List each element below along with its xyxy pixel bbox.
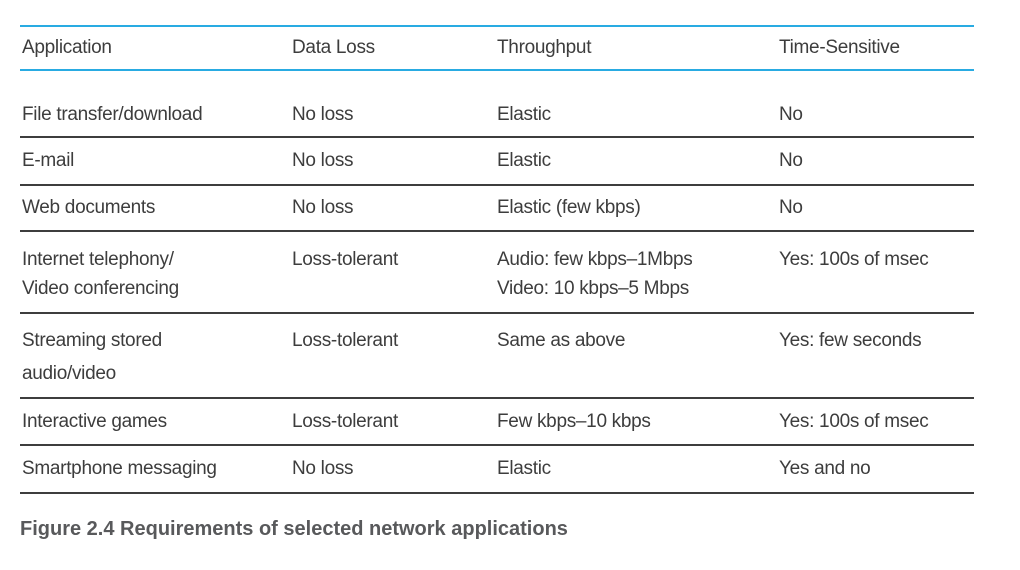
table-row-file-transfer: File transfer/download No loss Elastic N… <box>20 71 974 138</box>
cell-application: E-mail <box>22 150 75 171</box>
header-throughput: Throughput <box>497 37 592 58</box>
header-time-sensitive: Time-Sensitive <box>779 37 900 58</box>
cell-time-sensitive: Yes: 100s of msec <box>779 249 929 270</box>
cell-application: File transfer/download <box>22 104 203 125</box>
table-row-internet-telephony: Internet telephony/ Video conferencing L… <box>20 232 974 314</box>
cell-application: Streaming stored audio/video <box>22 330 162 384</box>
cell-data-loss: No loss <box>292 150 354 171</box>
cell-data-loss: Loss-tolerant <box>292 330 398 351</box>
cell-application: Smartphone messaging <box>22 458 217 479</box>
table-row-interactive-games: Interactive games Loss-tolerant Few kbps… <box>20 399 974 446</box>
table-header-row: Application Data Loss Throughput Time-Se… <box>20 25 974 71</box>
cell-data-loss: No loss <box>292 197 354 218</box>
figure-caption: Figure 2.4 Requirements of selected netw… <box>20 518 568 540</box>
cell-throughput: Elastic <box>497 150 551 171</box>
cell-throughput: Elastic <box>497 458 551 479</box>
header-data-loss: Data Loss <box>292 37 375 58</box>
cell-application: Interactive games <box>22 410 167 432</box>
cell-throughput: Audio: few kbps–1Mbps Video: 10 kbps–5 M… <box>497 249 693 299</box>
cell-time-sensitive: Yes and no <box>779 458 871 479</box>
table-row-email: E-mail No loss Elastic No <box>20 138 974 186</box>
cell-time-sensitive: No <box>779 197 803 218</box>
cell-application: Web documents <box>22 197 156 218</box>
cell-application: Internet telephony/ Video conferencing <box>22 249 179 299</box>
cell-time-sensitive: No <box>779 150 803 171</box>
cell-throughput: Elastic (few kbps) <box>497 197 641 218</box>
cell-throughput: Few kbps–10 kbps <box>497 410 651 432</box>
header-application: Application <box>22 37 112 58</box>
cell-time-sensitive: Yes: 100s of msec <box>779 410 929 432</box>
table-row-streaming-stored: Streaming stored audio/video Loss-tolera… <box>20 314 974 399</box>
cell-throughput: Elastic <box>497 104 551 125</box>
table-row-web-documents: Web documents No loss Elastic (few kbps)… <box>20 186 974 232</box>
cell-time-sensitive: Yes: few seconds <box>779 330 922 351</box>
cell-data-loss: No loss <box>292 458 354 479</box>
cell-data-loss: No loss <box>292 104 354 125</box>
cell-data-loss: Loss-tolerant <box>292 410 398 432</box>
cell-throughput: Same as above <box>497 330 626 351</box>
cell-time-sensitive: No <box>779 104 803 125</box>
requirements-table: Application Data Loss Throughput Time-Se… <box>20 25 974 494</box>
cell-data-loss: Loss-tolerant <box>292 249 398 270</box>
table-row-smartphone-messaging: Smartphone messaging No loss Elastic Yes… <box>20 446 974 494</box>
